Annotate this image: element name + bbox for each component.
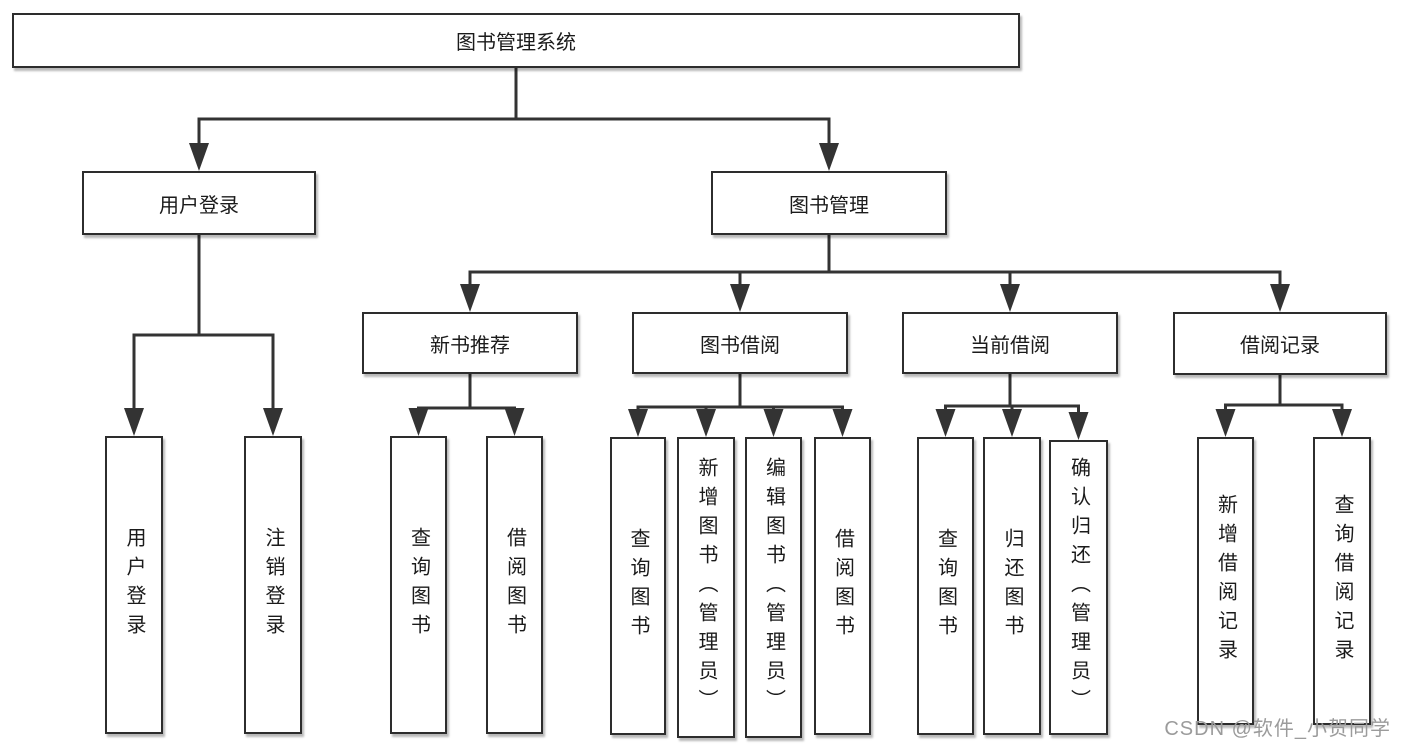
node-book-borrow: 图书借阅 [632, 312, 848, 374]
watermark-text: CSDN @软件_小贺同学 [1164, 718, 1391, 740]
arrowhead-icon [763, 409, 784, 437]
arrowhead-icon [408, 408, 429, 436]
node-login-leaf: 用户登录 [105, 436, 163, 734]
arrowhead-icon [935, 409, 956, 437]
node-label: 用户登录 [159, 194, 239, 217]
node-label: 编辑图书（管理员） [762, 457, 785, 718]
arrowhead-icon [696, 409, 716, 437]
arrowhead-icon [504, 408, 525, 436]
node-logout-leaf: 注销登录 [244, 436, 302, 734]
node-query-borrow-record: 查询借阅记录 [1313, 437, 1371, 725]
node-root: 图书管理系统 [12, 13, 1020, 68]
arrowhead-icon [124, 408, 144, 436]
arrowhead-icon [460, 284, 480, 312]
node-query-book-1: 查询图书 [390, 436, 447, 734]
node-label: 图书借阅 [700, 334, 780, 357]
node-label: 查询图书 [627, 528, 649, 644]
node-add-book: 新增图书（管理员） [677, 437, 735, 738]
arrowhead-icon [1270, 284, 1290, 312]
node-query-book-3: 查询图书 [917, 437, 974, 735]
node-borrow-book-2: 借阅图书 [814, 437, 871, 735]
arrowhead-icon [263, 408, 283, 436]
node-label: 新增图书（管理员） [695, 457, 717, 718]
arrowhead-icon [628, 409, 648, 437]
node-confirm-return: 确认归还（管理员） [1049, 440, 1108, 735]
arrowhead-icon [819, 143, 839, 171]
node-query-book-2: 查询图书 [610, 437, 666, 735]
arrowhead-icon [1068, 412, 1089, 440]
node-label: 新增借阅记录 [1214, 494, 1237, 668]
node-borrow-record: 借阅记录 [1173, 312, 1387, 375]
node-label: 当前借阅 [970, 334, 1050, 357]
node-label: 图书管理系统 [456, 32, 576, 54]
node-label: 图书管理 [789, 194, 869, 217]
node-label: 借阅记录 [1240, 335, 1320, 357]
node-label: 查询图书 [407, 527, 430, 643]
arrowhead-icon [832, 409, 853, 437]
node-edit-book: 编辑图书（管理员） [745, 437, 802, 738]
arrowhead-icon [1002, 409, 1022, 437]
node-borrow-book-1: 借阅图书 [486, 436, 543, 734]
node-label: 归还图书 [1001, 528, 1023, 644]
node-label: 新书推荐 [430, 334, 510, 357]
node-label: 查询图书 [934, 528, 957, 644]
arrowhead-icon [730, 284, 750, 312]
node-label: 查询借阅记录 [1331, 494, 1353, 668]
arrowhead-icon [1215, 409, 1236, 437]
node-label: 借阅图书 [831, 528, 854, 644]
arrowhead-icon [1000, 284, 1020, 312]
node-new-book-recommend: 新书推荐 [362, 312, 578, 374]
node-book-mgmt: 图书管理 [711, 171, 947, 235]
node-user-login: 用户登录 [82, 171, 316, 235]
node-add-borrow-record: 新增借阅记录 [1197, 437, 1254, 725]
node-label: 用户登录 [123, 527, 145, 643]
arrowhead-icon [1332, 409, 1352, 437]
arrowhead-icon [189, 143, 209, 171]
node-return-book: 归还图书 [983, 437, 1041, 735]
node-current-borrow: 当前借阅 [902, 312, 1118, 374]
node-label: 借阅图书 [503, 527, 526, 643]
node-label: 注销登录 [262, 527, 284, 643]
node-label: 确认归还（管理员） [1067, 457, 1090, 718]
